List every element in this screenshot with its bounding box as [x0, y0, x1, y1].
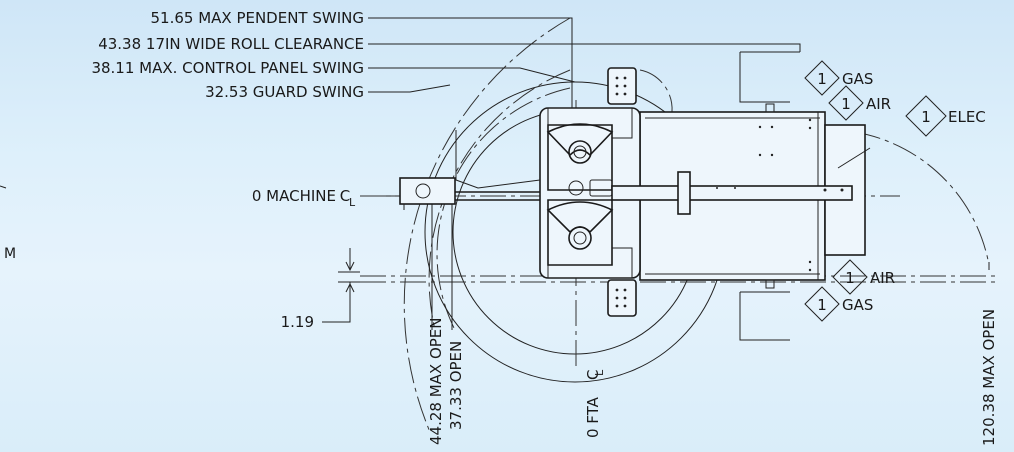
svg-text:1: 1: [845, 269, 855, 287]
svg-text:1: 1: [817, 296, 827, 314]
svg-text:GAS: GAS: [842, 296, 873, 314]
max-open-left-label: 44.28 MAX OPEN: [427, 317, 445, 445]
open-left-label: 37.33 OPEN: [447, 341, 465, 430]
elec-leader: [837, 147, 871, 169]
machine-body: [399, 67, 866, 317]
control-panel-swing-label: 38.11 MAX. CONTROL PANEL SWING: [91, 59, 364, 77]
note-gas-bottom: 1 GAS: [804, 286, 873, 322]
offset-dimension-label: 1.19: [281, 313, 314, 331]
pendent-swing-arc: [403, 17, 571, 433]
machine-centerline-symbol: C L: [340, 187, 356, 209]
svg-text:AIR: AIR: [866, 95, 891, 113]
note-gas-top: 1 GAS: [804, 60, 873, 96]
svg-text:1: 1: [817, 70, 827, 88]
guard-panel: [455, 130, 541, 189]
panel-door-arc: [639, 69, 673, 113]
svg-text:1: 1: [921, 108, 931, 126]
svg-text:AIR: AIR: [870, 269, 895, 287]
control-panel-swing-arc: [428, 69, 571, 331]
svg-text:C: C: [340, 187, 350, 205]
bottom-control-pendant: [607, 279, 637, 317]
svg-text:1: 1: [841, 95, 851, 113]
machine-centerline-label: 0 MACHINE: [252, 187, 336, 205]
roll-clearance-label: 43.38 17IN WIDE ROLL CLEARANCE: [98, 35, 364, 53]
note-elec: 1 ELEC: [905, 95, 986, 137]
beam-crossbar: [677, 171, 691, 215]
cut-off-line: [0, 185, 7, 189]
svg-text:L: L: [593, 369, 606, 376]
pendent-box: [399, 177, 456, 205]
right-door-arc: [854, 131, 989, 261]
svg-text:ELEC: ELEC: [948, 108, 986, 126]
svg-text:GAS: GAS: [842, 70, 873, 88]
svg-text:C: C: [584, 370, 602, 380]
top-control-pendant: [607, 67, 637, 105]
fta-centerline-symbol: C L: [584, 369, 606, 380]
max-open-right-label: 120.38 MAX OPEN: [980, 309, 998, 446]
fta-centerline-label: 0 FTA: [584, 396, 602, 438]
note-air-bottom: 1 AIR: [832, 259, 895, 295]
central-beam: [611, 185, 853, 201]
guard-swing-label: 32.53 GUARD SWING: [205, 83, 364, 101]
pendent-swing-label: 51.65 MAX PENDENT SWING: [150, 9, 364, 27]
cut-off-text: M: [4, 246, 16, 262]
note-air-top: 1 AIR: [828, 85, 891, 121]
svg-text:L: L: [349, 196, 356, 209]
swing-arcs: [403, 17, 989, 433]
